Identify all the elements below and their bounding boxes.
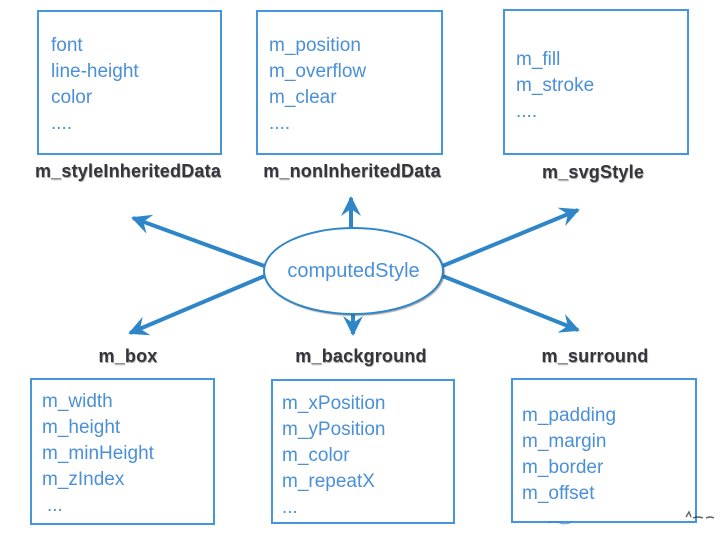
box-item: m_xPosition xyxy=(282,393,386,414)
box-item: m_overflow xyxy=(269,61,367,82)
box-item: m_offset xyxy=(522,483,595,504)
label-box: m_box xyxy=(98,346,158,366)
label-svgStyle: m_svgStyle xyxy=(541,162,645,182)
box-item: m_height xyxy=(42,417,121,438)
scribble-mark xyxy=(547,520,573,525)
box-item: m_padding xyxy=(522,405,617,426)
box-item: .... xyxy=(516,101,538,122)
box-svgStyle: m_fill m_stroke .... xyxy=(503,9,689,155)
box-nonInheritedData: m_position m_overflow m_clear .... xyxy=(256,10,443,155)
label-styleInheritedData: m_styleInheritedData xyxy=(34,161,222,181)
box-item: m_position xyxy=(269,35,361,56)
box-item: m_minHeight xyxy=(42,443,154,464)
box-item: m_color xyxy=(282,445,350,466)
arrow-to-surround xyxy=(439,273,580,333)
box-item: m_yPosition xyxy=(282,419,386,440)
computedstyle-label: computedStyle xyxy=(287,259,420,282)
box-item: .... xyxy=(51,113,73,134)
box-item: m_border xyxy=(522,457,604,478)
box-item: ... xyxy=(282,497,298,518)
box-item: m_margin xyxy=(522,431,607,452)
box-item: line-height xyxy=(51,61,139,82)
box-item: ... xyxy=(47,495,63,516)
box-box: m_width m_height m_minHeight m_zIndex ..… xyxy=(30,378,215,525)
scribble-mark xyxy=(685,510,715,519)
box-item: color xyxy=(51,87,93,108)
box-item: m_stroke xyxy=(516,75,595,96)
arrow-to-box xyxy=(128,273,268,336)
box-item: m_clear xyxy=(269,87,337,108)
box-item: m_fill xyxy=(516,49,561,70)
arrow-to-styleInheritedData xyxy=(131,214,268,269)
computedstyle-ellipse: computedStyle xyxy=(263,227,444,315)
box-item: font xyxy=(51,35,83,56)
label-surround: m_surround xyxy=(541,346,649,366)
box-styleInheritedData: font line-height color .... xyxy=(37,10,222,155)
label-background: m_background xyxy=(295,346,427,366)
box-background: m_xPosition m_yPosition m_color m_repeat… xyxy=(271,379,455,524)
arrow-to-svgStyle xyxy=(439,207,580,269)
label-nonInheritedData: m_nonInheritedData xyxy=(263,161,441,181)
box-item: m_zIndex xyxy=(42,469,125,490)
box-surround: m_padding m_margin m_border m_offset xyxy=(511,378,697,523)
box-item: .... xyxy=(269,113,291,134)
box-item: m_width xyxy=(42,391,113,412)
box-item: m_repeatX xyxy=(282,471,375,492)
